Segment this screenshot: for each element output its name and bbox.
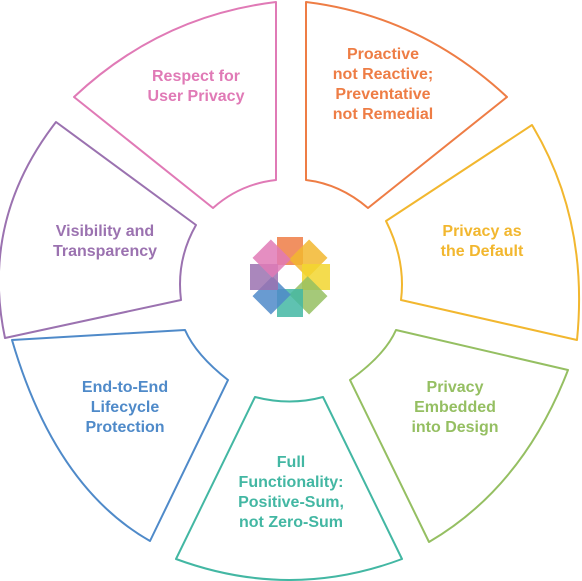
segment-label-line: not Reactive; — [333, 66, 433, 83]
segment-label-line: Proactive — [347, 46, 419, 63]
segment-label-line: not Remedial — [333, 106, 433, 123]
segment-embedded — [349, 329, 569, 543]
segment-label-proactive: Proactive not Reactive; Preventative not Re… — [333, 46, 433, 123]
segment-full-functionality — [175, 396, 403, 581]
segment-label-line: into Design — [411, 419, 498, 436]
segment-label-line: Transparency — [53, 243, 157, 260]
segment-default — [385, 124, 581, 341]
segment-label-line: Lifecycle — [91, 399, 160, 416]
segment-label-default: Privacy as the Default — [441, 223, 524, 260]
segment-label-line: Visibility and — [56, 223, 154, 240]
segment-label-line: Embedded — [414, 399, 496, 416]
segment-proactive — [305, 1, 508, 209]
pinwheel-petal-icon — [289, 276, 328, 315]
pinwheel-logo-icon — [250, 237, 330, 317]
segment-label-line: End-to-End — [82, 379, 168, 396]
pinwheel-petal-icon — [252, 276, 291, 315]
segment-label-line: Respect for — [152, 68, 240, 85]
segment-label-line: the Default — [441, 243, 524, 260]
segment-respect — [73, 1, 277, 209]
segment-label-line: User Privacy — [148, 88, 245, 105]
segment-label-line: Positive-Sum, — [238, 494, 344, 511]
segment-label-line: Functionality: — [239, 474, 344, 491]
segment-label-line: Full — [277, 454, 305, 471]
segment-visibility — [0, 121, 197, 339]
segment-label-line: Protection — [85, 419, 164, 436]
segment-lifecycle — [11, 329, 229, 542]
segment-label-line: Preventative — [335, 86, 430, 103]
segment-label-line: Privacy — [427, 379, 484, 396]
segment-label-line: Privacy as — [442, 223, 521, 240]
pinwheel-petal-icon — [289, 239, 328, 278]
segment-label-line: not Zero-Sum — [239, 514, 343, 531]
pinwheel-petal-icon — [252, 239, 291, 278]
